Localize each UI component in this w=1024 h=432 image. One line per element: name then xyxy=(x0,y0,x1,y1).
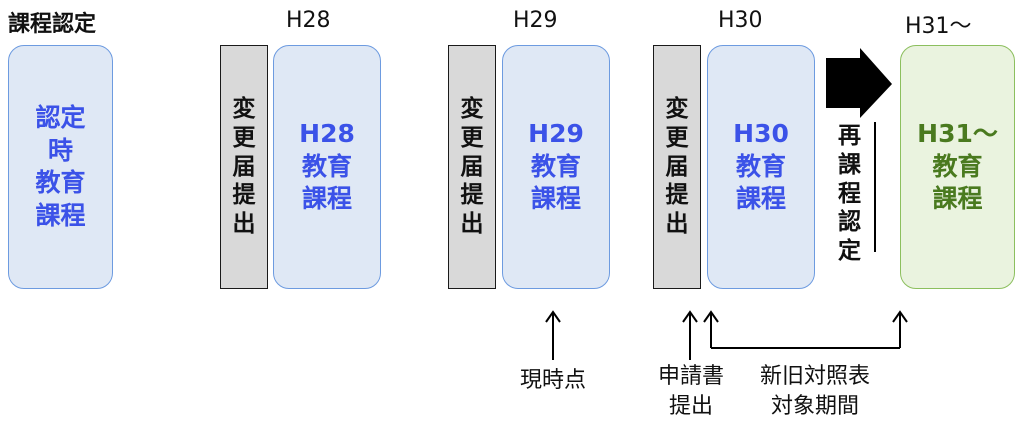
application-arrow-head xyxy=(682,310,698,323)
current-point-label: 現時点 xyxy=(519,368,586,393)
change-notice-h30: 変更届提出 xyxy=(653,45,701,289)
header-h29: H29 xyxy=(513,8,558,33)
header-cert: 課程認定 xyxy=(8,12,97,37)
change-notice-label: 変更届提出 xyxy=(232,96,256,238)
cert-curriculum-box: 認定 時 教育 課程 xyxy=(8,45,113,289)
comparison-label: 新旧対照表 対象期間 xyxy=(759,364,870,419)
h28-curriculum-box: H28 教育 課程 xyxy=(273,45,381,289)
change-notice-label: 変更届提出 xyxy=(460,96,484,238)
header-h30: H30 xyxy=(718,8,763,33)
h29-curriculum-box: H29 教育 課程 xyxy=(502,45,610,289)
big-arrow-icon xyxy=(826,48,892,118)
change-notice-h28: 変更届提出 xyxy=(220,45,268,289)
recert-label: 再課程認定 xyxy=(838,122,868,266)
h30-curriculum-box: H30 教育 課程 xyxy=(707,45,815,289)
comparison-left-head xyxy=(703,310,719,323)
change-notice-label: 変更届提出 xyxy=(665,96,689,238)
recert-text: 再課程認定 xyxy=(838,123,861,264)
h31-curriculum-box: H31〜 教育 課程 xyxy=(900,45,1015,289)
comparison-right-head xyxy=(892,310,908,323)
application-label: 申請書 提出 xyxy=(657,364,724,419)
current-arrow-head xyxy=(545,310,561,323)
header-h28: H28 xyxy=(286,8,331,33)
change-notice-h29: 変更届提出 xyxy=(448,45,496,289)
header-h31: H31〜 xyxy=(905,14,972,39)
